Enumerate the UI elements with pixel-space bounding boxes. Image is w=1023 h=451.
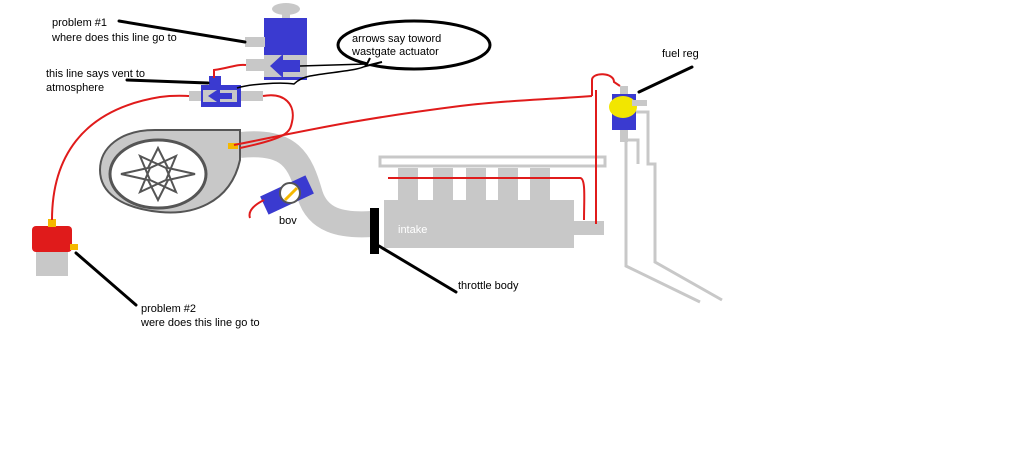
turbo-fitting (228, 143, 238, 149)
vent-label-line1: this line says vent to (46, 68, 145, 80)
throttle-body-label: throttle body (458, 280, 519, 292)
fuel-lines (620, 110, 723, 304)
problem1-label-line1: problem #1 (52, 17, 107, 29)
problem1-label-line2: where does this line go to (51, 32, 177, 44)
speech-bubble (336, 19, 492, 71)
vent-solenoid (189, 76, 263, 107)
intake-label: intake (398, 224, 427, 236)
vacuum-lines (51, 63, 621, 224)
throttle-body (370, 208, 379, 254)
problem2-label-line2: were does this line go to (140, 317, 260, 329)
control-hose (236, 63, 367, 89)
intake-manifold (378, 155, 607, 248)
boost-controller (245, 3, 307, 80)
bov-label: bov (279, 215, 297, 227)
turbo-impeller (120, 145, 196, 203)
fuel-regulator (609, 86, 647, 142)
vent-label-line2: atmosphere (46, 82, 104, 94)
turbocharger (98, 129, 241, 214)
problem2-label-line1: problem #2 (141, 303, 196, 315)
arrows-label-line1: arrows say toword (352, 33, 441, 45)
wastegate-canister (32, 219, 78, 276)
bov (260, 175, 314, 215)
leader-lines (74, 19, 694, 307)
fuel-reg-label: fuel reg (662, 48, 699, 60)
arrows-label-line2: wastgate actuator (351, 46, 439, 58)
